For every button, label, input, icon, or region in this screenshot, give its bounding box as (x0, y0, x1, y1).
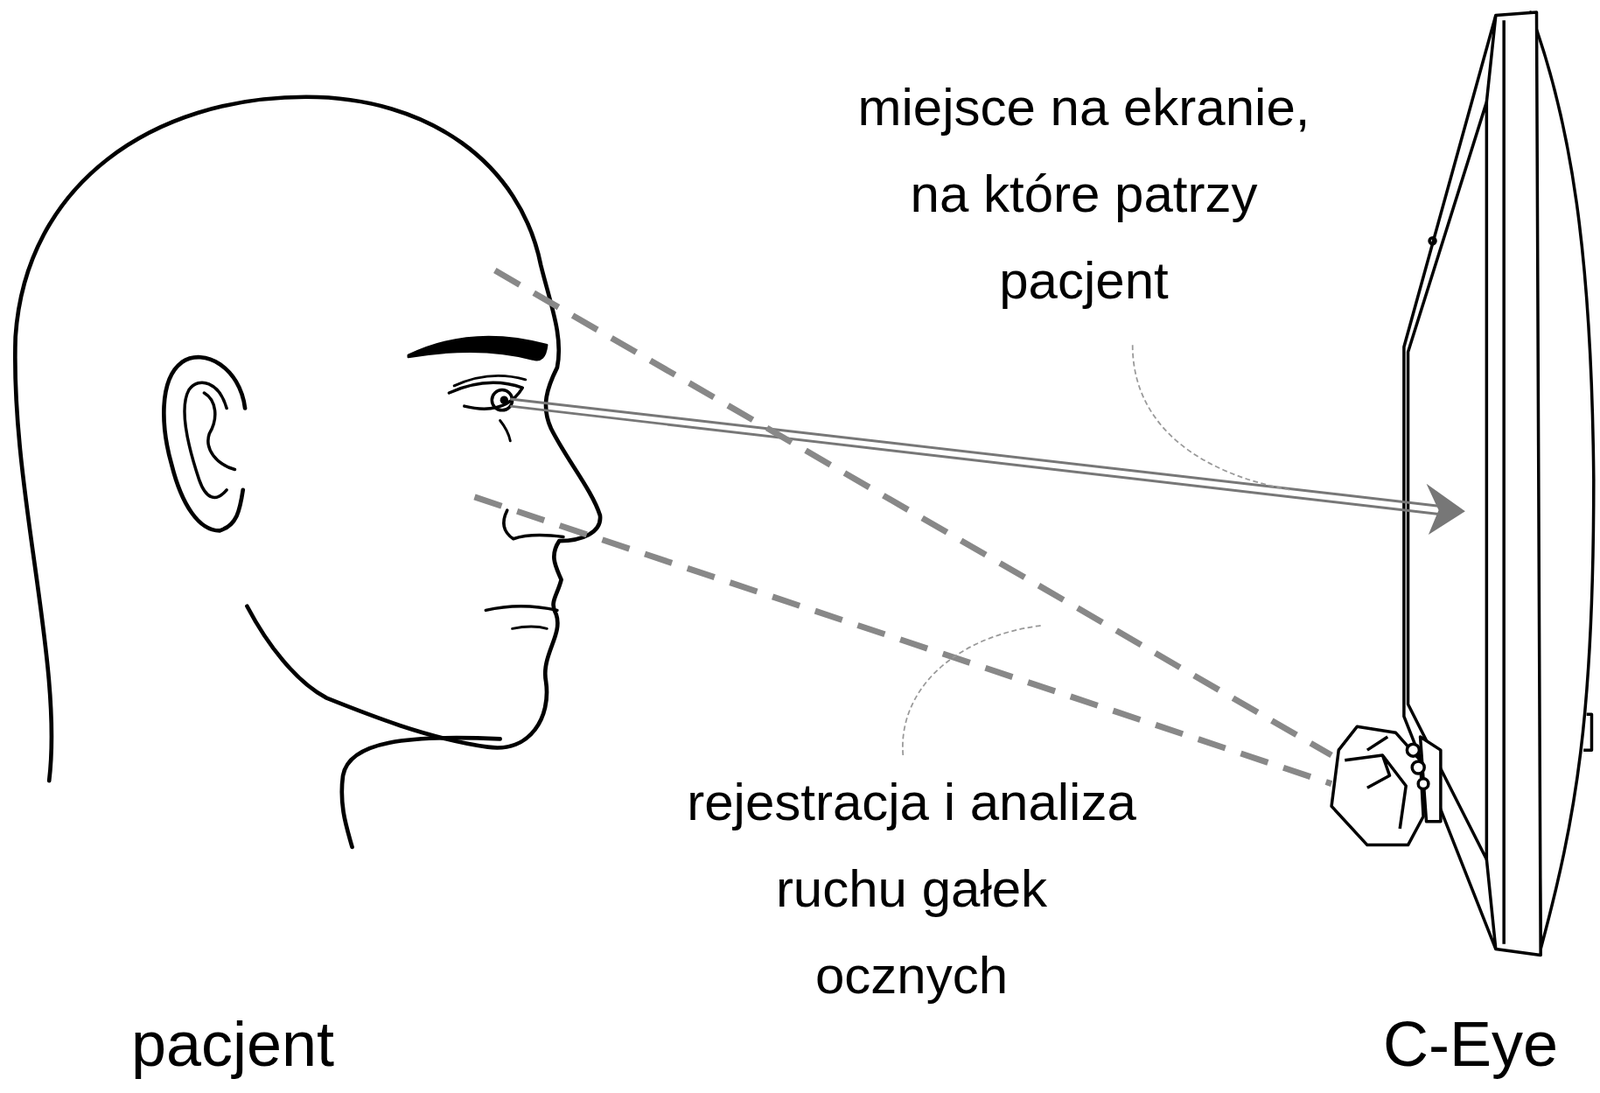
patient-head (14, 97, 601, 847)
eye-tracker (1331, 726, 1441, 845)
leader-lines (902, 344, 1292, 755)
tracking-label: rejestracja i analiza ruchu gałek ocznyc… (686, 758, 1137, 1019)
monitor (1404, 12, 1594, 956)
tracking-lines (474, 270, 1332, 784)
device-label: C-Eye (1383, 1006, 1559, 1082)
patient-label: pacjent (131, 1006, 335, 1082)
gaze-arrow (510, 398, 1466, 535)
screen-point-label: miejsce na ekranie, na które patrzy pacj… (858, 63, 1311, 324)
